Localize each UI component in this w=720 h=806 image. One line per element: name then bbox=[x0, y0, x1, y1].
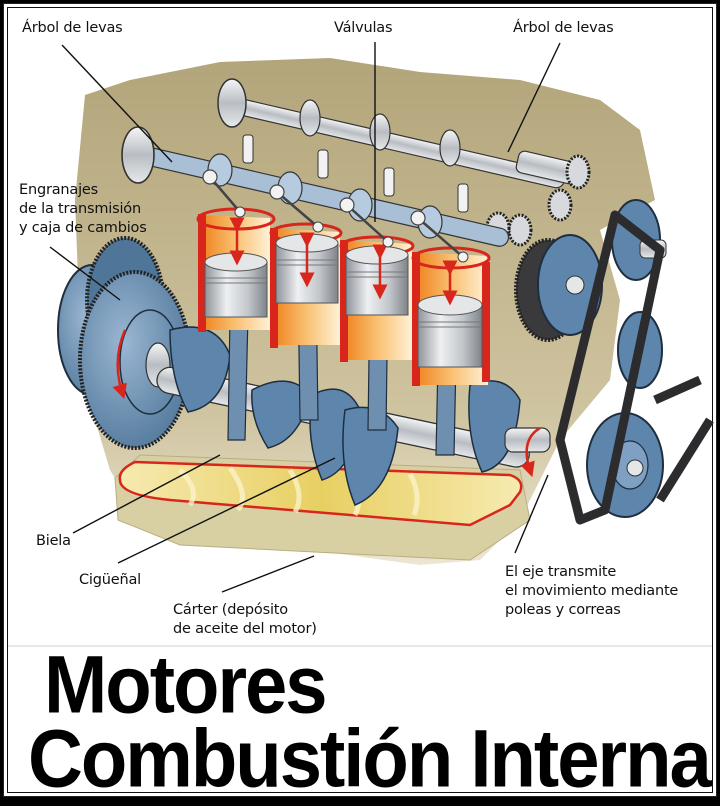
label-gears-line2: de la transmisión bbox=[19, 201, 141, 217]
cylinder-2 bbox=[269, 222, 343, 348]
frame-border bbox=[7, 7, 713, 793]
label-oil-pan-line1: Cárter (depósito bbox=[173, 602, 288, 618]
title-line-1: Motores bbox=[44, 639, 328, 731]
pulley-system bbox=[514, 199, 714, 525]
label-shaft-line1: El eje transmite bbox=[505, 564, 617, 580]
label-gears-line1: Engranajes bbox=[19, 182, 98, 198]
label-shaft-line2: el movimiento mediante bbox=[505, 583, 679, 599]
cylinder-1 bbox=[196, 207, 276, 332]
label-camshaft-right: Árbol de levas bbox=[513, 20, 614, 36]
divider bbox=[8, 645, 712, 647]
rocker-arms bbox=[202, 169, 469, 263]
label-oil-pan-line2: de aceite del motor) bbox=[173, 621, 317, 637]
oil-pan bbox=[114, 454, 531, 561]
label-connecting-rod: Biela bbox=[36, 533, 71, 549]
label-crankshaft: Cigüeñal bbox=[79, 572, 141, 588]
label-valves: Válvulas bbox=[334, 20, 393, 36]
valve-springs bbox=[242, 134, 469, 213]
leader-lines bbox=[49, 42, 561, 593]
cylinder-3 bbox=[339, 235, 415, 362]
label-gears-line3: y caja de cambios bbox=[19, 220, 147, 236]
label-camshaft-left: Árbol de levas bbox=[22, 20, 123, 36]
label-shaft-line3: poleas y correas bbox=[505, 602, 621, 618]
cylinder-4 bbox=[411, 246, 491, 386]
cylinders bbox=[196, 207, 491, 386]
transmission-gears bbox=[57, 236, 192, 450]
title-line-2: Combustión Interna bbox=[28, 713, 712, 805]
